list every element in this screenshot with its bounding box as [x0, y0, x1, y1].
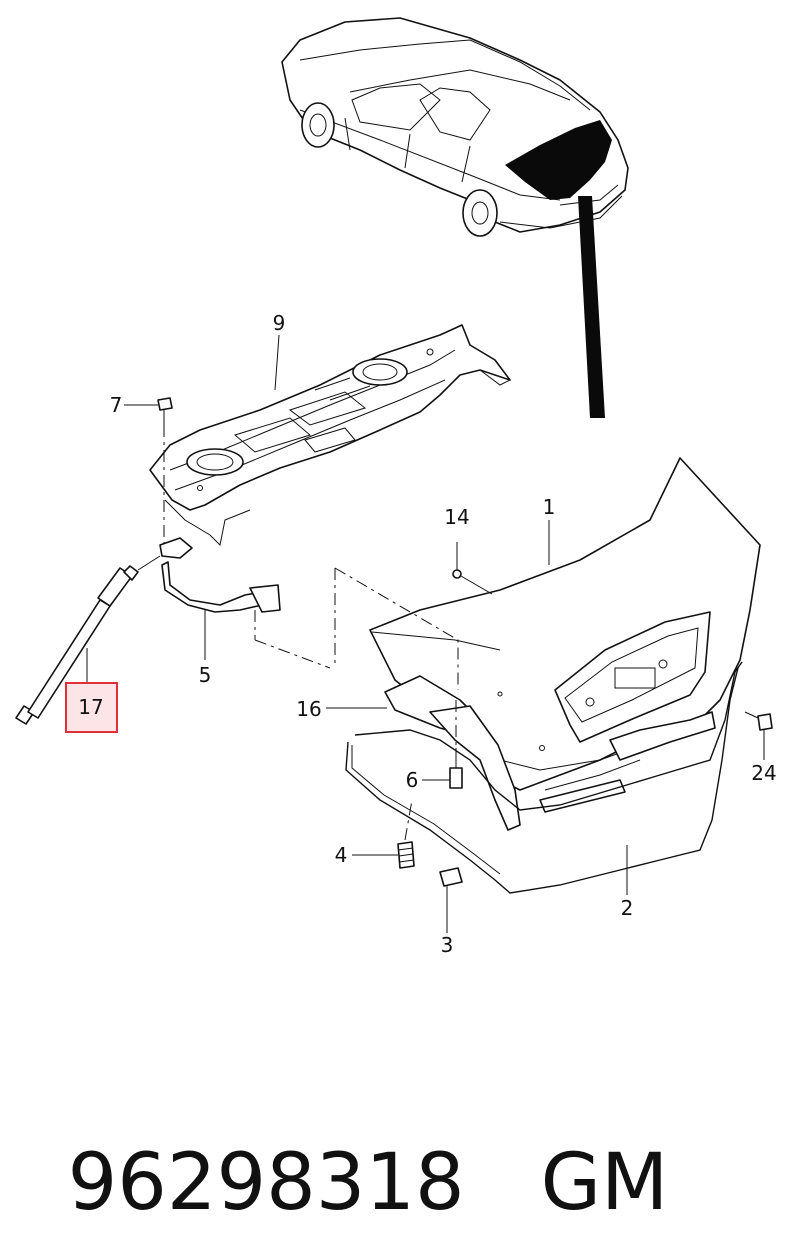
callout-7: 7 [110, 393, 123, 417]
latch-bracket-16 [384, 675, 716, 831]
part-number-footer: 96298318 GM [18, 1018, 669, 1228]
plug-3 [439, 867, 463, 887]
callout-1: 1 [543, 495, 556, 519]
car-overview-illustration [281, 17, 629, 418]
clip-24 [757, 713, 773, 731]
callout-16: 16 [296, 697, 321, 721]
callout-9: 9 [273, 311, 286, 335]
trunk-lid-highlight [505, 120, 612, 200]
bolt-7 [157, 397, 173, 545]
callout-24: 24 [751, 761, 776, 785]
leader-lines [86, 334, 765, 933]
brand-name: GM [540, 1138, 669, 1228]
rear-package-shelf [149, 324, 511, 547]
part-number: 96298318 [67, 1138, 465, 1228]
callout-6: 6 [406, 768, 419, 792]
exploded-parts-diagram: 9 7 14 1 5 17 16 6 4 24 2 3 [15, 17, 777, 957]
fastener-14 [452, 542, 493, 595]
bolt-6 [449, 700, 463, 789]
hinge-bracket-5 [159, 537, 331, 669]
pointer-wedge [578, 196, 605, 418]
bump-stop-4 [397, 799, 415, 869]
trunk-lid-1 [369, 457, 761, 791]
callout-4: 4 [335, 843, 348, 867]
highlight-box-17 [65, 682, 118, 733]
callout-3: 3 [441, 933, 454, 957]
callout-5: 5 [199, 663, 212, 687]
gas-strut-17 [15, 555, 161, 725]
weatherstrip-seal-2 [345, 661, 743, 894]
callout-2: 2 [621, 896, 634, 920]
callout-17: 17 [78, 695, 103, 719]
callout-14: 14 [444, 505, 469, 529]
